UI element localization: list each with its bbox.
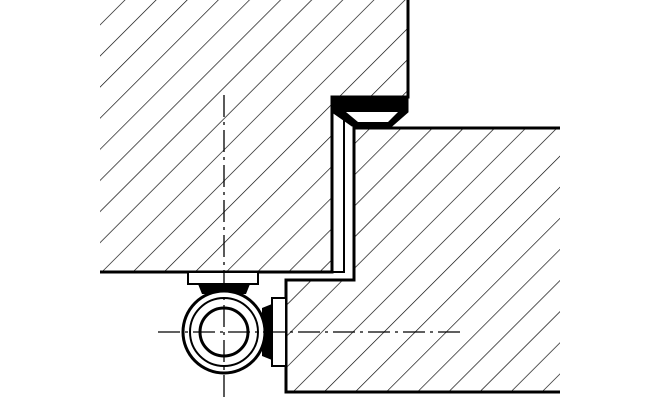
hinge-frame-plate (187, 271, 259, 285)
door-leaf-section-outline (284, 126, 560, 394)
seal-gasket-cavity (346, 112, 398, 122)
